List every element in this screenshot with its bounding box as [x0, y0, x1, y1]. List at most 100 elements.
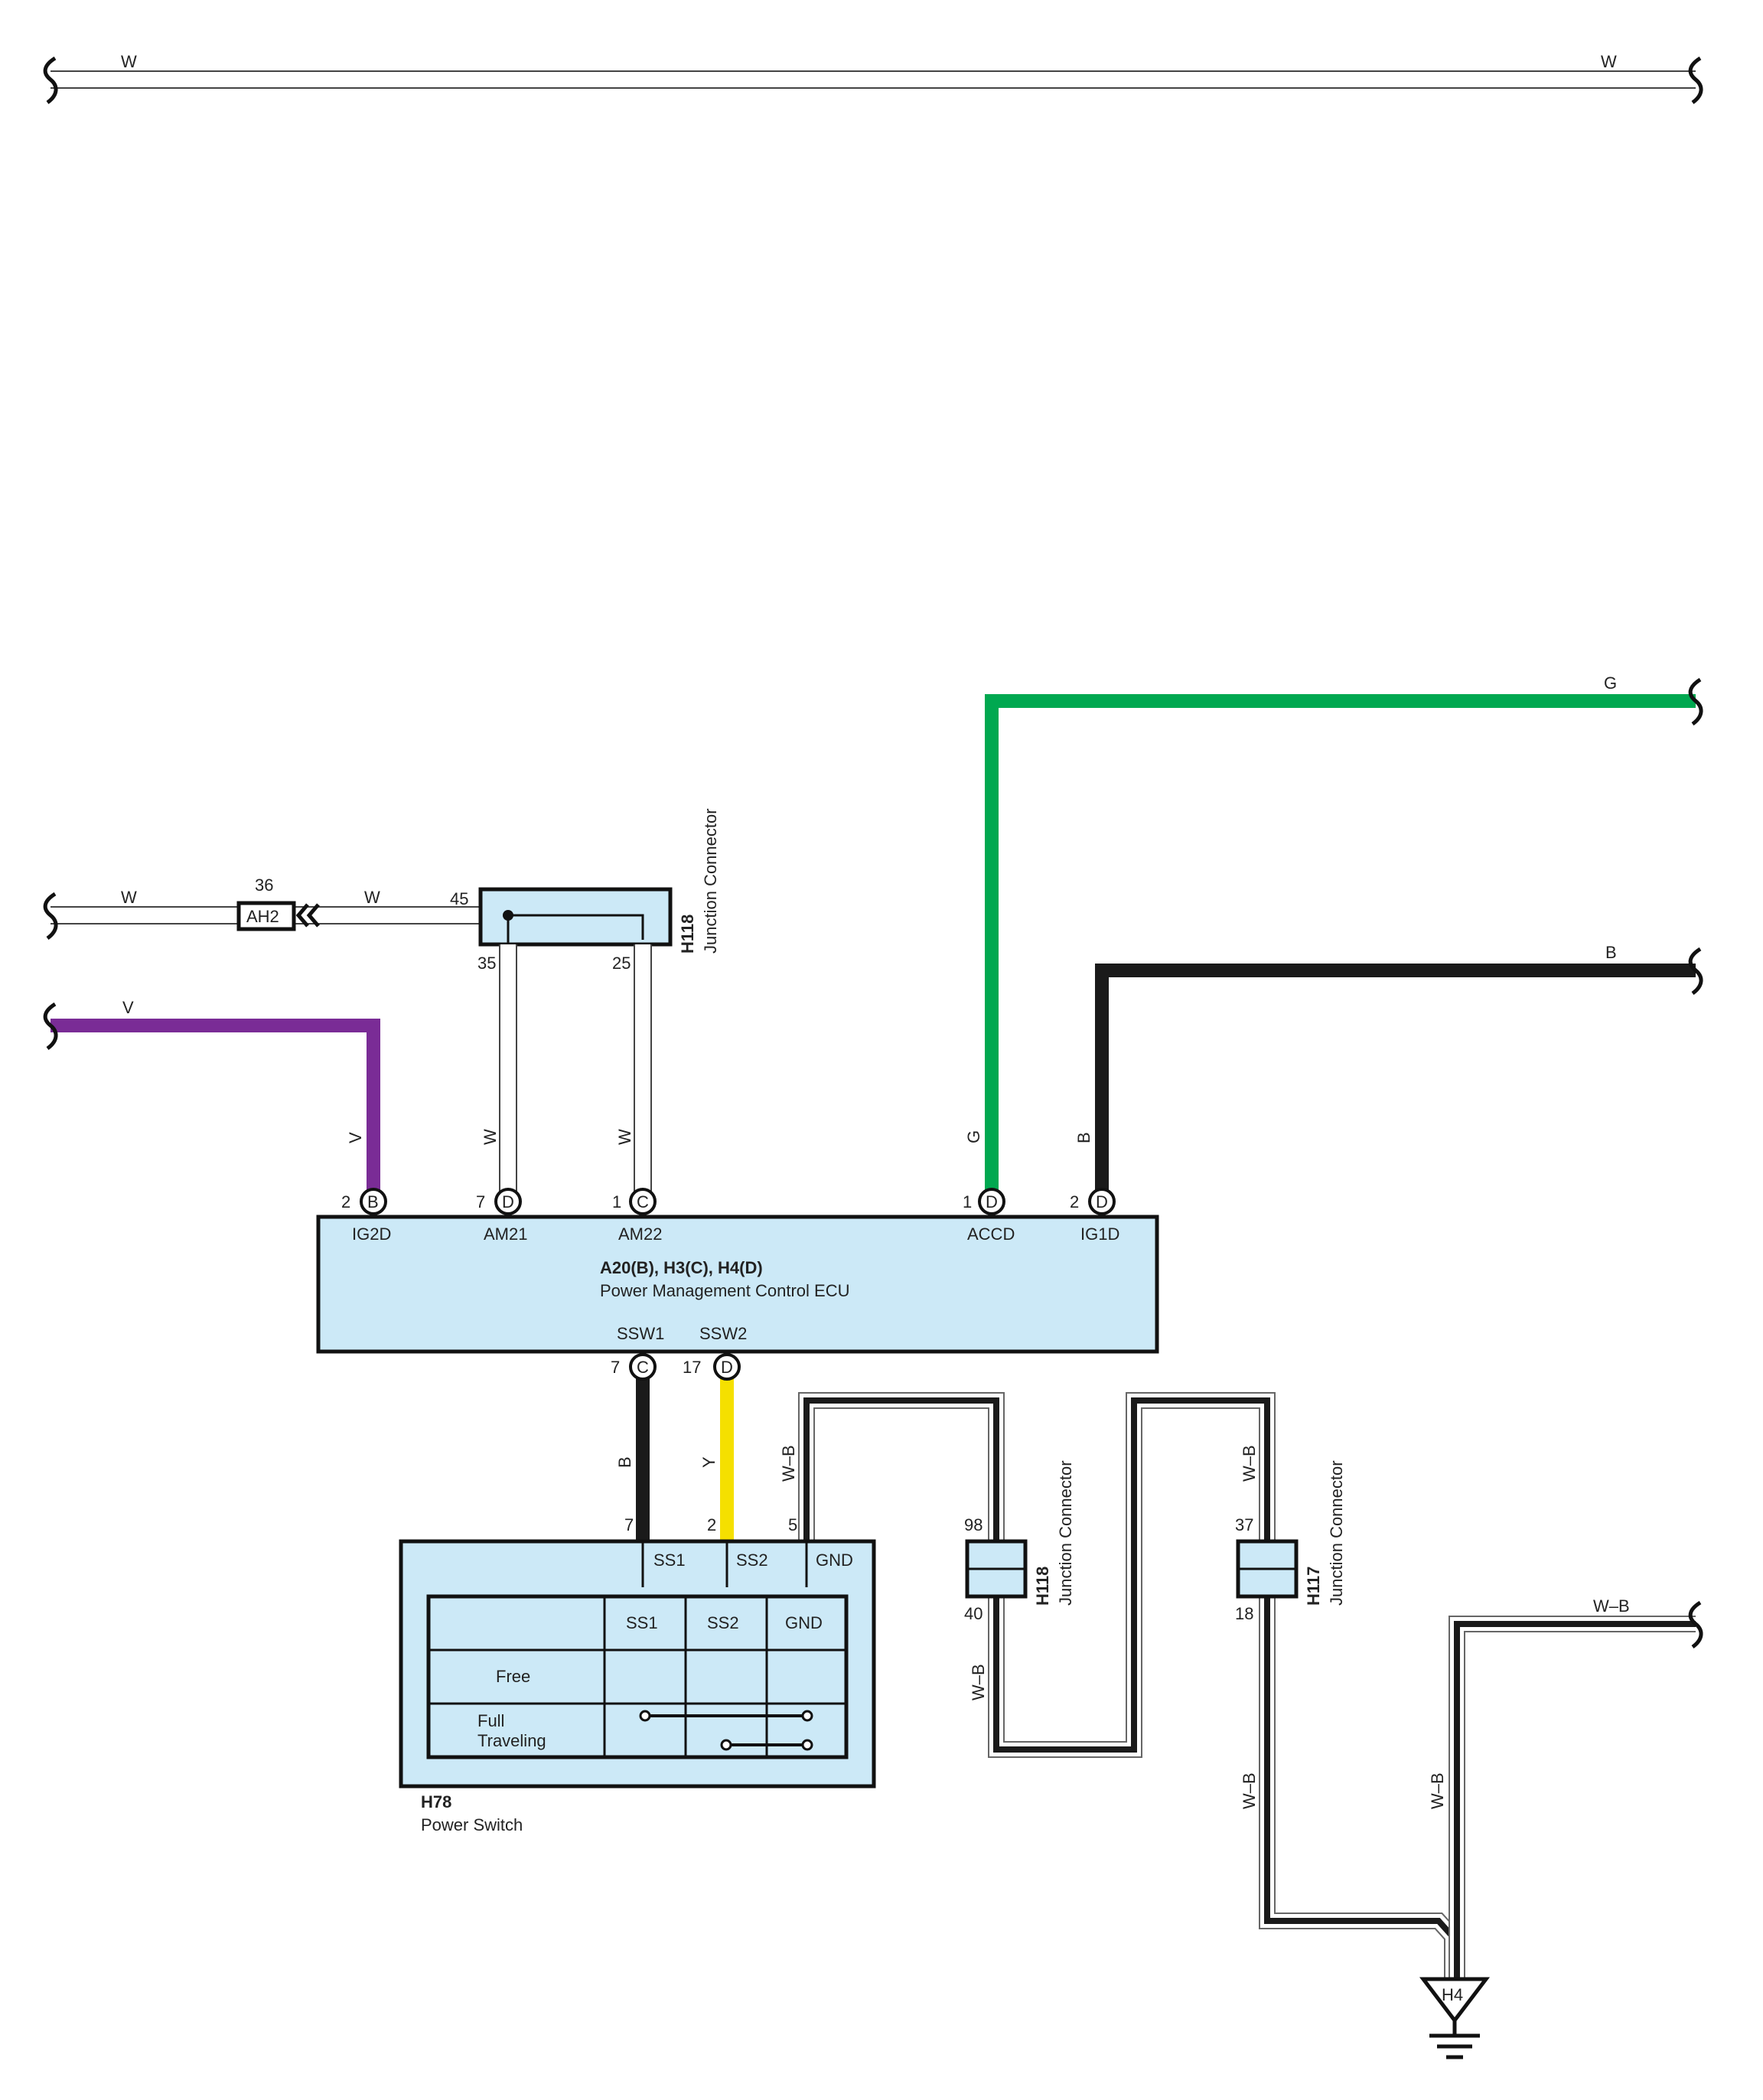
wire-break-right-b [1688, 947, 1703, 996]
switch-pin-label-ss2: SS2 [736, 1551, 768, 1570]
h118-low-id: H118 [1033, 1567, 1052, 1606]
v-wire [51, 1019, 380, 1202]
pin-ssw1: C 7 [611, 1353, 657, 1381]
pin-accd: D 1 ACCD [963, 1188, 1015, 1244]
svg-text:2: 2 [1070, 1192, 1079, 1211]
am22-wire-color: W [615, 1129, 634, 1145]
ground-wire-color: W–B [1428, 1772, 1447, 1809]
pin-ssw2: D 17 [683, 1353, 741, 1381]
table-row-free: Free [496, 1667, 530, 1686]
h118-low-name: Junction Connector [1056, 1460, 1075, 1606]
h117-pin-top: 37 [1235, 1515, 1253, 1534]
top-bus-left-color: W [121, 52, 137, 71]
switch-id: H78 [421, 1792, 451, 1811]
svg-text:ACCD: ACCD [967, 1224, 1015, 1244]
wire-break-right-wb [1688, 1600, 1703, 1649]
table-header-gnd: GND [785, 1613, 823, 1632]
switch-pin-num-ss1: 7 [624, 1515, 634, 1534]
table-row-full: Full [477, 1711, 504, 1730]
ecu-box [316, 1215, 1159, 1354]
svg-text:D: D [721, 1358, 733, 1377]
h118-low-pin-top: 98 [964, 1515, 983, 1534]
svg-text:7: 7 [611, 1358, 620, 1377]
switch-pin-label-gnd: GND [816, 1551, 853, 1570]
continuity-ss1-gnd [639, 1710, 813, 1722]
wire-break-left-top [43, 56, 58, 105]
fuse-wire-left-color: W [121, 888, 137, 907]
wire-break-left-v [43, 1002, 58, 1051]
ig1d-wire-color: B [1074, 1132, 1093, 1143]
svg-text:IG2D: IG2D [352, 1224, 391, 1244]
svg-text:D: D [1096, 1192, 1108, 1211]
wire-break-left-fuse [43, 892, 58, 941]
ecu-name: Power Management Control ECU [600, 1281, 849, 1300]
ssw2-wire-color: Y [699, 1456, 719, 1468]
v-wire-color-v: V [346, 1132, 365, 1143]
switch-pin-num-gnd: 5 [788, 1515, 797, 1534]
svg-text:1: 1 [963, 1192, 972, 1211]
wire-break-right-top [1688, 56, 1703, 105]
fuse-wire-right-color: W [364, 888, 380, 907]
h117-name: Junction Connector [1327, 1460, 1346, 1606]
wb-route-wire [798, 1392, 1461, 1982]
h117-wire-top-color: W–B [1240, 1445, 1259, 1482]
h118-top-pin-a: 35 [477, 954, 496, 973]
h118-top-name: Junction Connector [701, 808, 720, 954]
switch-pin-num-ss2: 2 [707, 1515, 716, 1534]
ssw1-label: SSW1 [617, 1324, 664, 1343]
svg-text:D: D [502, 1192, 514, 1211]
b-wire-color-h: B [1605, 943, 1617, 962]
fuse-number: 36 [255, 876, 273, 895]
svg-text:AM22: AM22 [618, 1224, 662, 1244]
wire-break-right-g [1688, 677, 1703, 726]
inline-connector-arrow [295, 903, 320, 928]
switch-pin-label-ss1: SS1 [653, 1551, 686, 1570]
svg-text:C: C [637, 1358, 649, 1377]
svg-text:17: 17 [683, 1358, 701, 1377]
svg-text:C: C [637, 1192, 649, 1211]
pin-am22: C 1 AM22 [612, 1188, 662, 1244]
accd-wire-color: G [964, 1130, 983, 1143]
table-header-ss1: SS1 [626, 1613, 658, 1632]
h118-top-pin-b: 25 [612, 954, 631, 973]
h118-low-wire-color: W–B [969, 1664, 988, 1701]
g-wire-color-h: G [1604, 673, 1617, 693]
switch-table [426, 1594, 849, 1759]
svg-text:AM21: AM21 [484, 1224, 527, 1244]
table-row-traveling: Traveling [477, 1731, 546, 1750]
am21-wire-color: W [481, 1129, 500, 1145]
wb-right-color-h: W–B [1593, 1596, 1630, 1616]
h117-id: H117 [1304, 1567, 1323, 1606]
g-wire [985, 694, 1696, 1202]
ground-id: H4 [1442, 1985, 1463, 2004]
svg-text:7: 7 [476, 1192, 485, 1211]
ssw2-label: SSW2 [699, 1324, 747, 1343]
v-wire-color-h: V [122, 998, 134, 1017]
svg-text:B: B [367, 1192, 379, 1211]
pin-am21: D 7 AM21 [476, 1188, 527, 1244]
wb-right-wire [1449, 1616, 1696, 1982]
h118-top-pin-in: 45 [450, 889, 468, 908]
ssw1-wire-color: B [615, 1456, 634, 1468]
h118-top-box [478, 887, 673, 947]
h118-top-id: H118 [678, 915, 697, 954]
svg-text:1: 1 [612, 1192, 621, 1211]
svg-text:D: D [986, 1192, 998, 1211]
svg-text:2: 2 [341, 1192, 350, 1211]
pin-ig1d: D 2 IG1D [1070, 1188, 1119, 1244]
svg-text:IG1D: IG1D [1080, 1224, 1119, 1244]
gnd-wire-color: W–B [779, 1445, 798, 1482]
h117-wire-bot-color: W–B [1240, 1772, 1259, 1809]
h118-low-pin-bot: 40 [964, 1604, 983, 1623]
ground-symbol [1419, 1977, 1491, 2059]
switch-name: Power Switch [421, 1815, 523, 1834]
top-bus-right-color: W [1601, 52, 1617, 71]
fuse-name: AH2 [246, 907, 279, 926]
b-wire [1095, 964, 1696, 1202]
pin-ig2d: B 2 IG2D [341, 1188, 391, 1244]
fuse-block [236, 901, 296, 931]
table-header-ss2: SS2 [707, 1613, 739, 1632]
h117-pin-bot: 18 [1235, 1604, 1253, 1623]
ecu-title: A20(B), H3(C), H4(D) [600, 1258, 763, 1277]
